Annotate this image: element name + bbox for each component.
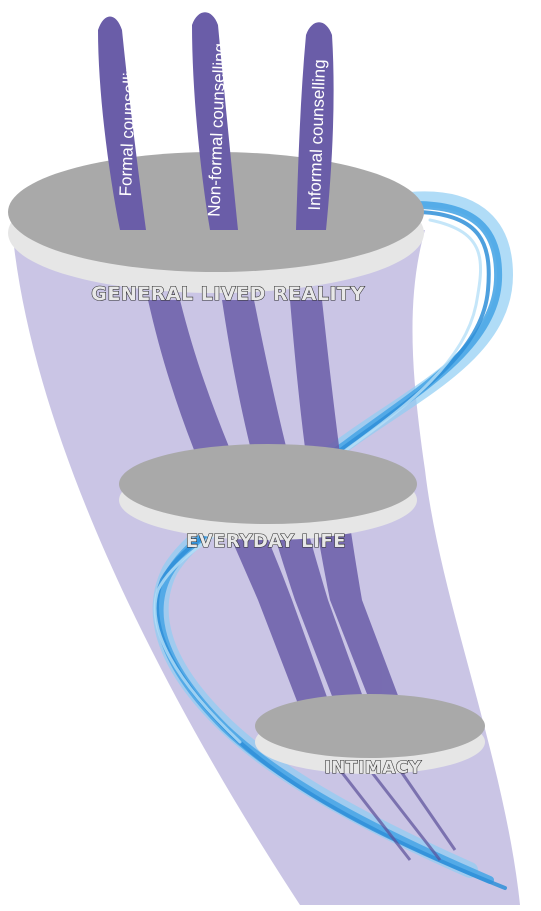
- disc-everyday-life: [119, 444, 417, 540]
- level-label-everyday-life: EVERYDAY LIFE: [186, 531, 346, 552]
- level-label-intimacy: INTIMACY: [324, 758, 422, 778]
- level-label-general-lived-reality: GENERAL LIVED REALITY: [91, 283, 364, 305]
- prong-informal: Informal counselling: [296, 22, 334, 230]
